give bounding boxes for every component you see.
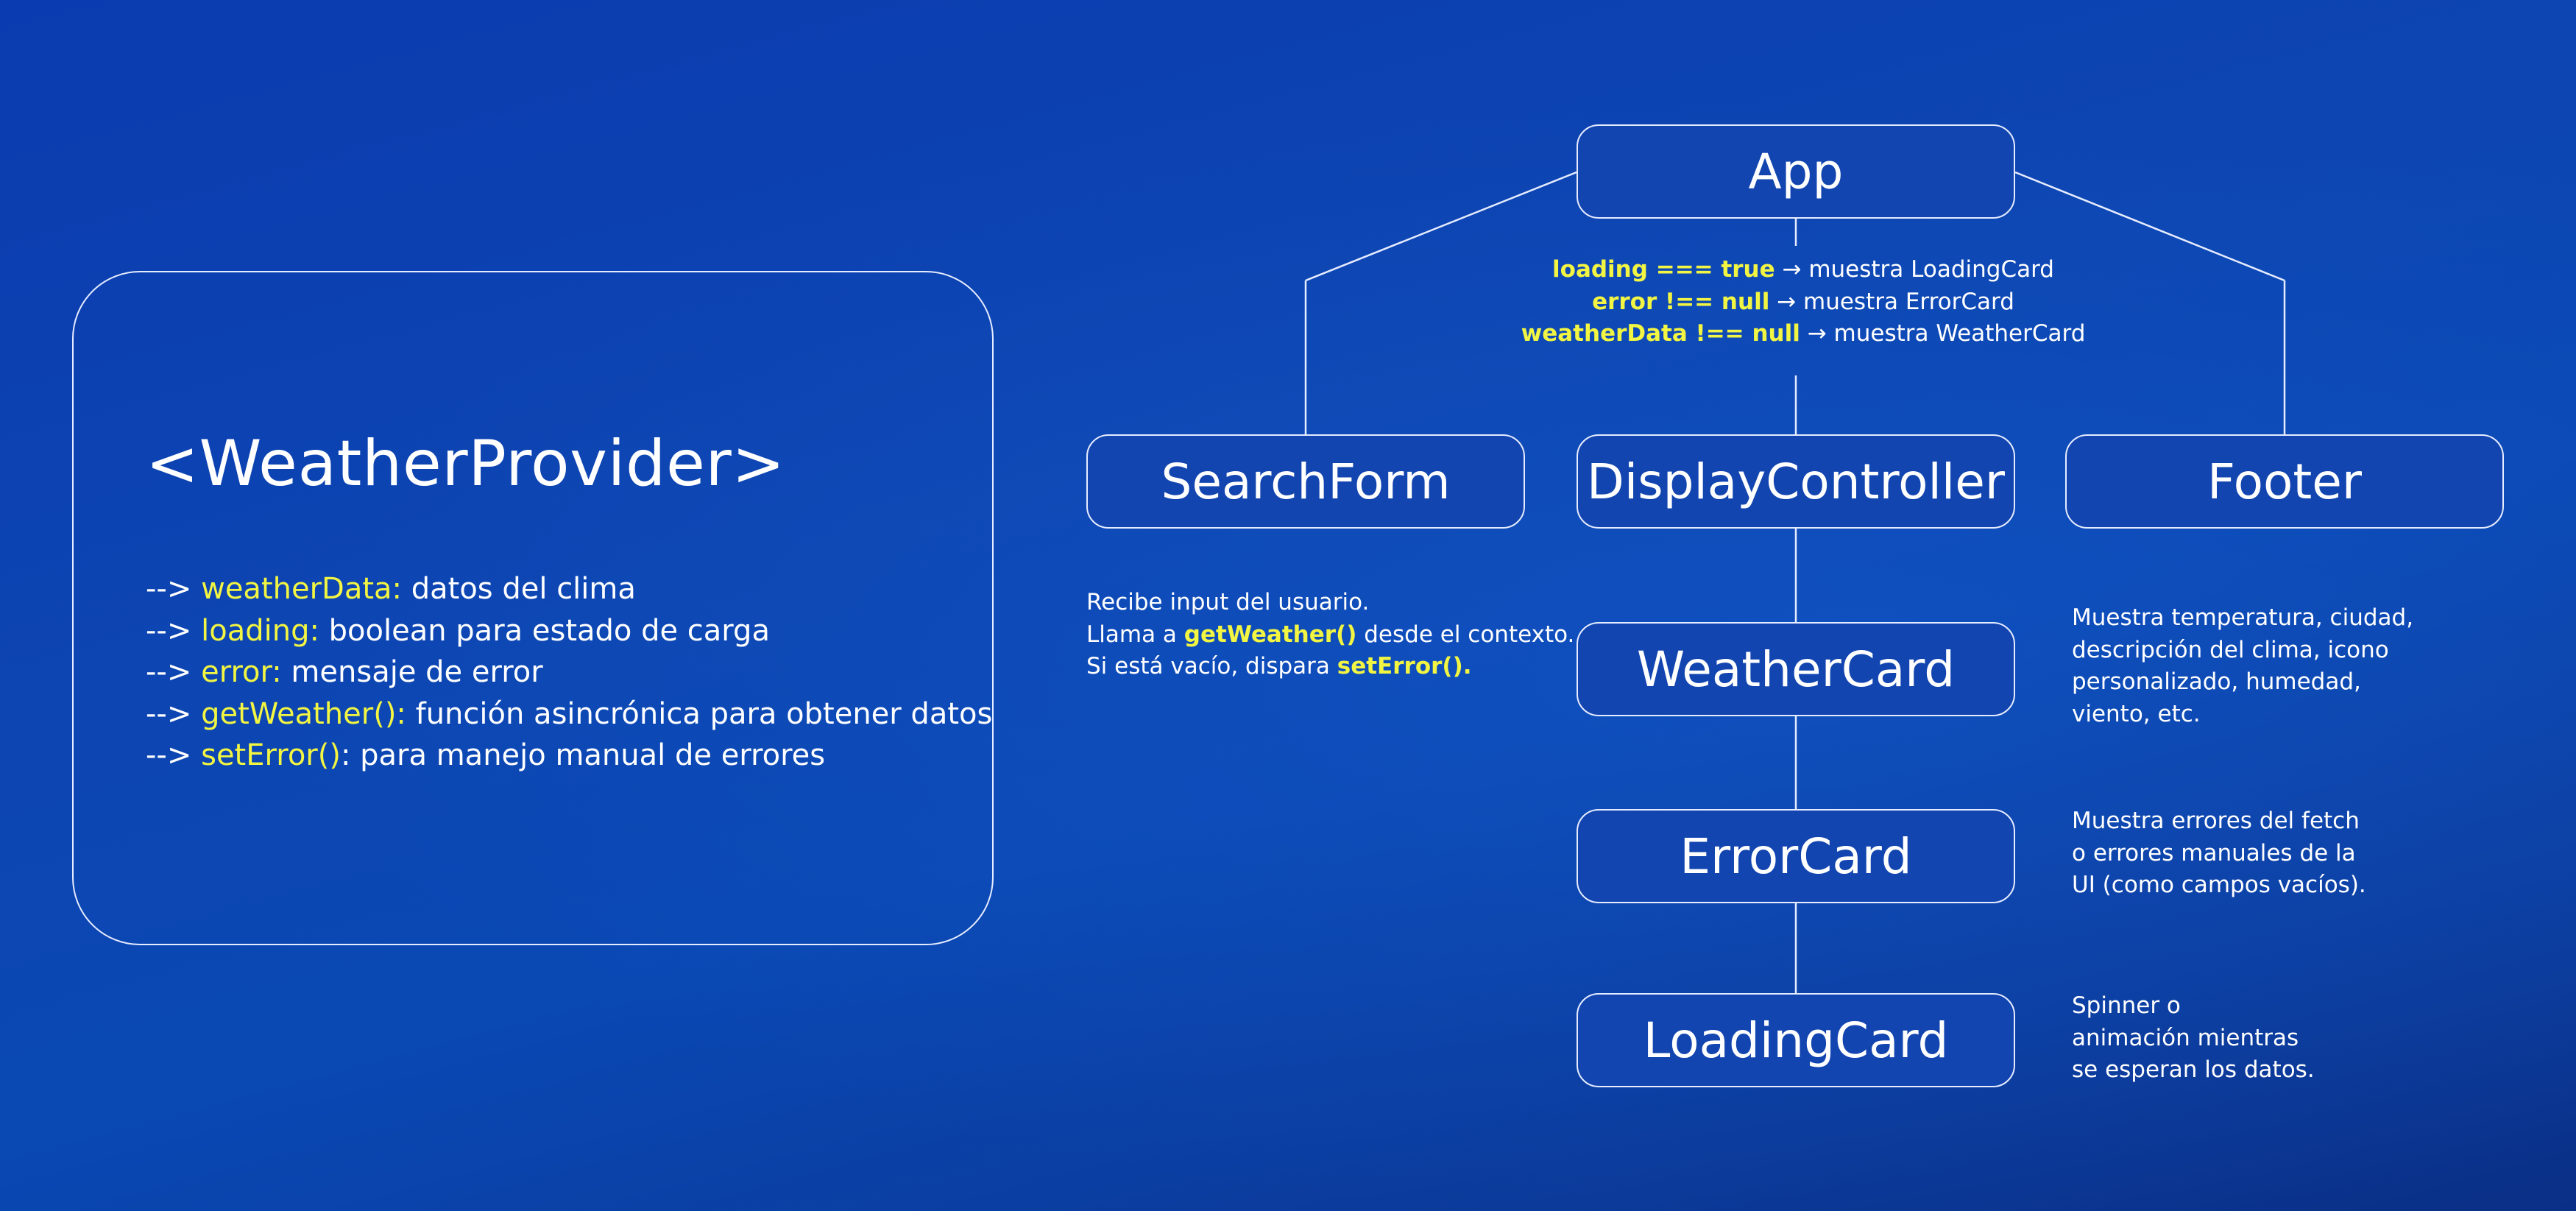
connector-app-footer-diagonal xyxy=(2014,171,2285,282)
provider-item: --> getWeather(): función asincrónica pa… xyxy=(146,693,992,735)
description-line: Spinner o xyxy=(2072,992,2181,1019)
description-line: UI (como campos vacíos). xyxy=(2072,872,2366,898)
provider-title: <WeatherProvider> xyxy=(146,427,785,501)
provider-items: --> weatherData: datos del clima --> loa… xyxy=(146,568,992,777)
description-line: Muestra temperatura, ciudad, xyxy=(2072,604,2414,631)
description-line: animación mientras xyxy=(2072,1024,2299,1051)
node-display-controller: DisplayController xyxy=(1577,434,2015,529)
provider-item-text: boolean para estado de carga xyxy=(319,613,770,648)
description-text: Si está vacío, dispara xyxy=(1086,653,1337,679)
provider-item: --> loading: boolean para estado de carg… xyxy=(146,610,992,652)
display-conditions: loading === true → muestra LoadingCard e… xyxy=(1494,254,2112,350)
condition-expression: error !== null xyxy=(1592,288,1770,315)
condition-line: error !== null → muestra ErrorCard xyxy=(1494,286,2112,319)
condition-line: loading === true → muestra LoadingCard xyxy=(1494,254,2112,286)
condition-result: → muestra ErrorCard xyxy=(1769,288,2014,315)
description-line: descripción del clima, icono xyxy=(2072,636,2389,663)
provider-item: --> weatherData: datos del clima xyxy=(146,568,992,610)
node-app: App xyxy=(1577,124,2015,219)
description-line: se esperan los datos. xyxy=(2072,1056,2315,1083)
condition-line: weatherData !== null → muestra WeatherCa… xyxy=(1494,318,2112,350)
provider-item: --> error: mensaje de error xyxy=(146,652,992,693)
provider-item: --> setError(): para manejo manual de er… xyxy=(146,735,992,777)
condition-result: → muestra WeatherCard xyxy=(1800,320,2086,347)
provider-item-text: mensaje de error xyxy=(281,655,543,689)
arrow-prefix: --> xyxy=(146,613,202,648)
arrow-prefix: --> xyxy=(146,655,202,689)
provider-item-key: setError() xyxy=(201,738,341,772)
description-line: Si está vacío, dispara setError(). xyxy=(1086,651,1574,683)
provider-item-text: : para manejo manual de errores xyxy=(340,738,826,772)
description-highlight: setError(). xyxy=(1337,653,1472,679)
description-line: o errores manuales de la xyxy=(2072,839,2356,866)
provider-item-text: función asincrónica para obtener datos xyxy=(406,696,993,731)
description-text: Llama a xyxy=(1086,621,1184,648)
arrow-prefix: --> xyxy=(146,738,202,772)
condition-expression: weatherData !== null xyxy=(1521,320,1800,347)
search-form-description: Recibe input del usuario. Llama a getWea… xyxy=(1086,587,1574,683)
node-search-form: SearchForm xyxy=(1086,434,1525,529)
weather-card-description: Muestra temperatura, ciudad, descripción… xyxy=(2072,602,2413,730)
condition-result: → muestra LoadingCard xyxy=(1774,256,2054,283)
provider-panel: <WeatherProvider> --> weatherData: datos… xyxy=(72,271,994,945)
arrow-prefix: --> xyxy=(146,572,202,606)
arrow-prefix: --> xyxy=(146,696,202,731)
node-error-card: ErrorCard xyxy=(1577,809,2015,903)
description-line: Recibe input del usuario. xyxy=(1086,589,1370,615)
provider-item-key: weatherData: xyxy=(201,572,403,606)
condition-expression: loading === true xyxy=(1552,256,1775,283)
error-card-description: Muestra errores del fetch o errores manu… xyxy=(2072,805,2366,902)
description-line: Muestra errores del fetch xyxy=(2072,808,2360,834)
node-loading-card: LoadingCard xyxy=(1577,993,2015,1087)
loading-card-description: Spinner o animación mientras se esperan … xyxy=(2072,990,2315,1087)
provider-item-text: datos del clima xyxy=(402,572,636,606)
description-highlight: getWeather() xyxy=(1183,621,1357,648)
description-line: personalizado, humedad, xyxy=(2072,668,2361,695)
provider-item-key: error: xyxy=(201,655,282,689)
description-line: viento, etc. xyxy=(2072,700,2201,727)
provider-item-key: getWeather(): xyxy=(201,696,406,731)
connector-app-searchform-diagonal xyxy=(1305,171,1577,282)
node-footer: Footer xyxy=(2065,434,2504,529)
provider-item-key: loading: xyxy=(201,613,319,648)
node-weather-card: WeatherCard xyxy=(1577,622,2015,716)
description-line: Llama a getWeather() desde el contexto. xyxy=(1086,619,1574,652)
description-text: desde el contexto. xyxy=(1356,621,1575,648)
